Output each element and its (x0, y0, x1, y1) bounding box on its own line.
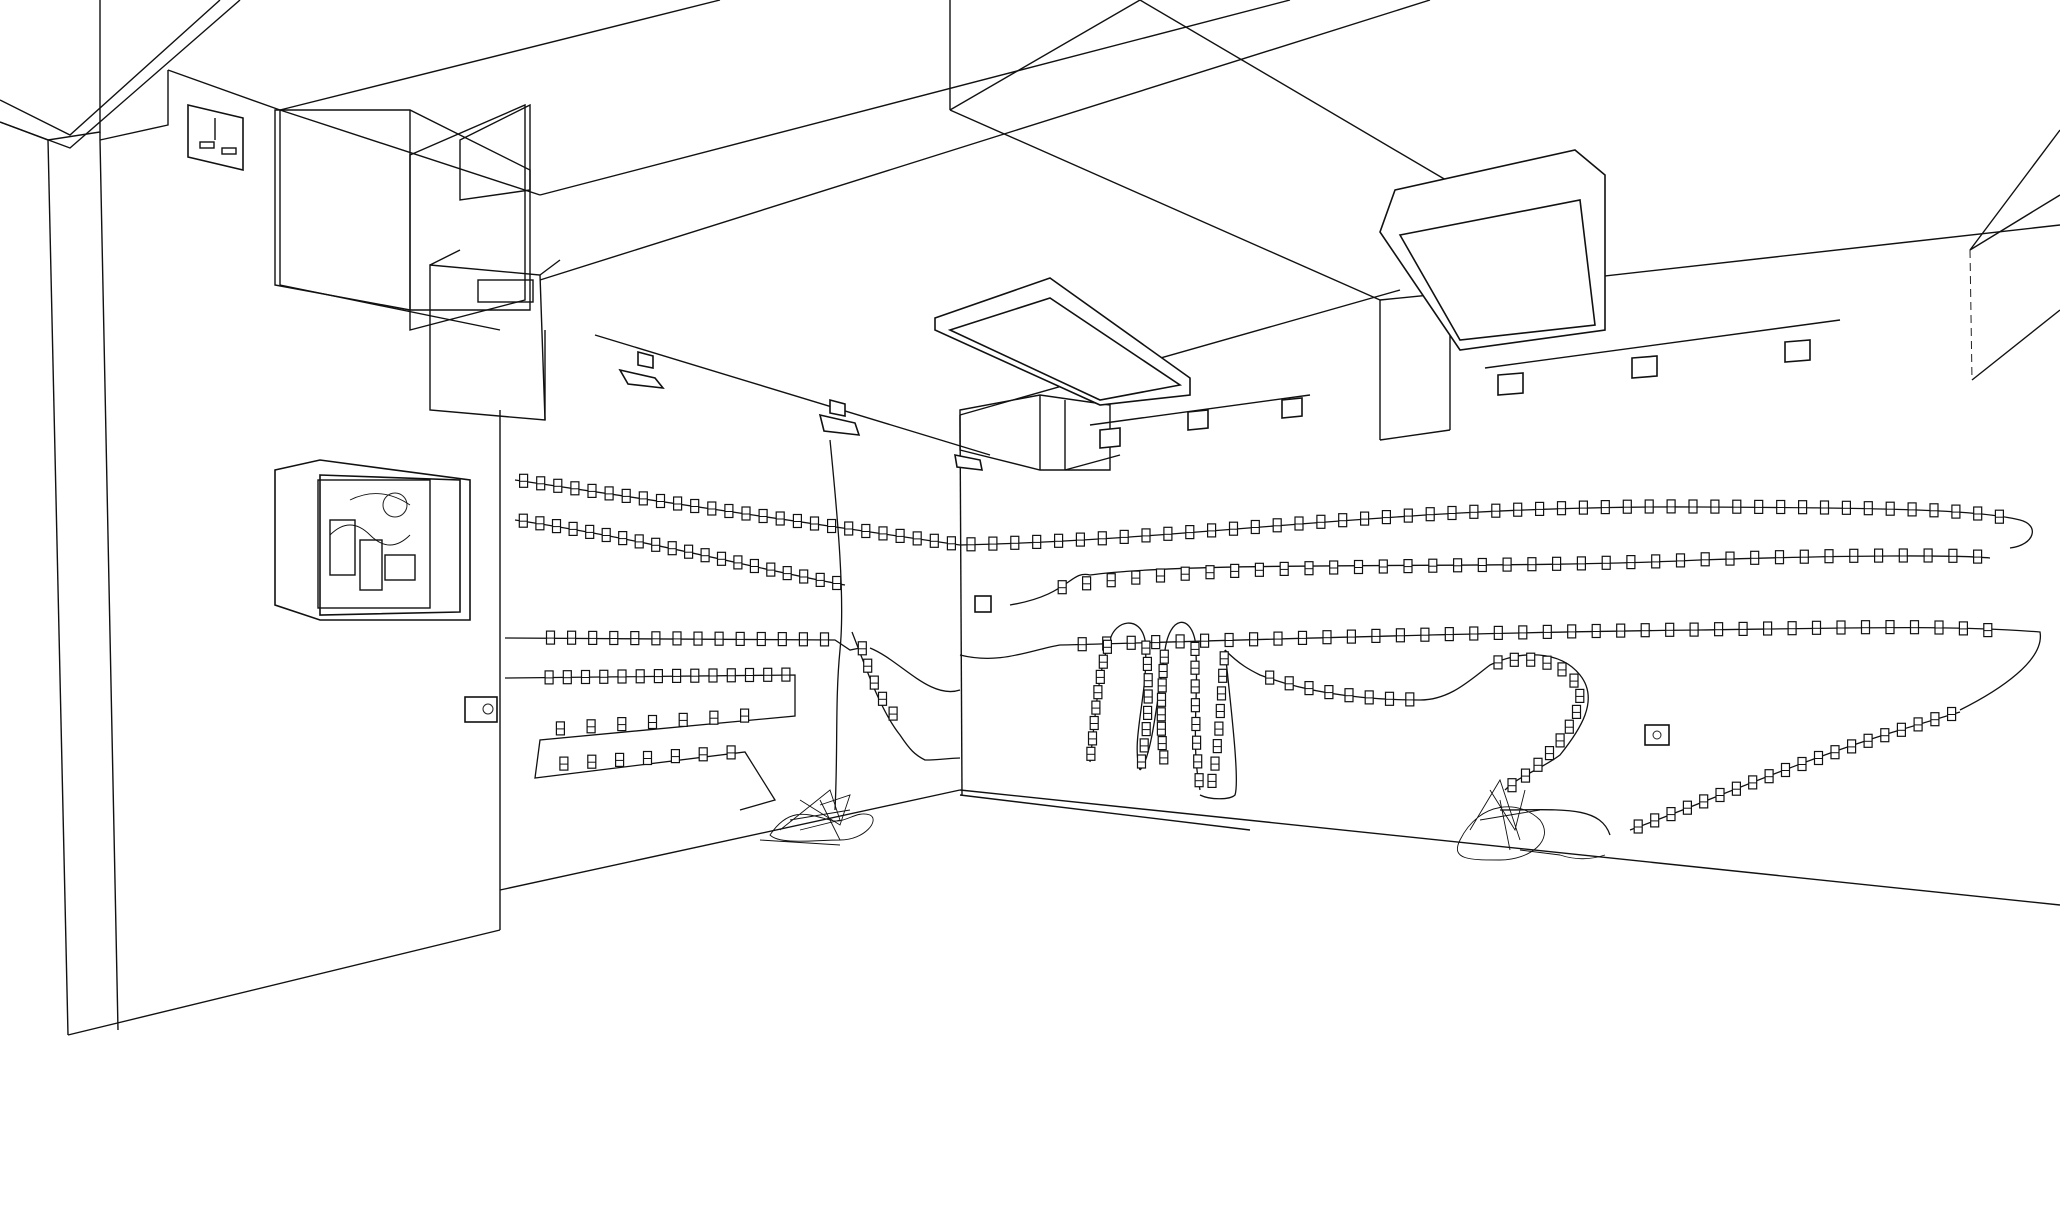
ceiling-ducts (274, 103, 1111, 471)
spotlight-icon (1484, 319, 1841, 396)
cable-clip-icon (1710, 499, 1720, 514)
spotlight-icon (1089, 394, 1311, 449)
cable-clip-icon (518, 473, 2005, 834)
fuse-box-icon (274, 459, 471, 621)
cable-runs (504, 439, 2041, 836)
wall-plug-icon (464, 595, 1670, 746)
ceiling-light-icon (934, 277, 1191, 406)
cable-clip-icon (1600, 500, 1610, 515)
ceiling-light-icon (1379, 149, 1606, 351)
power-socket-icon (187, 103, 244, 172)
cable-tangle-icon (1457, 778, 1606, 861)
room-structure (0, 0, 2060, 1036)
cable-tangle-icon (759, 789, 874, 846)
spotlight-icon (594, 334, 991, 471)
cable-clip-icon (1578, 500, 1589, 515)
